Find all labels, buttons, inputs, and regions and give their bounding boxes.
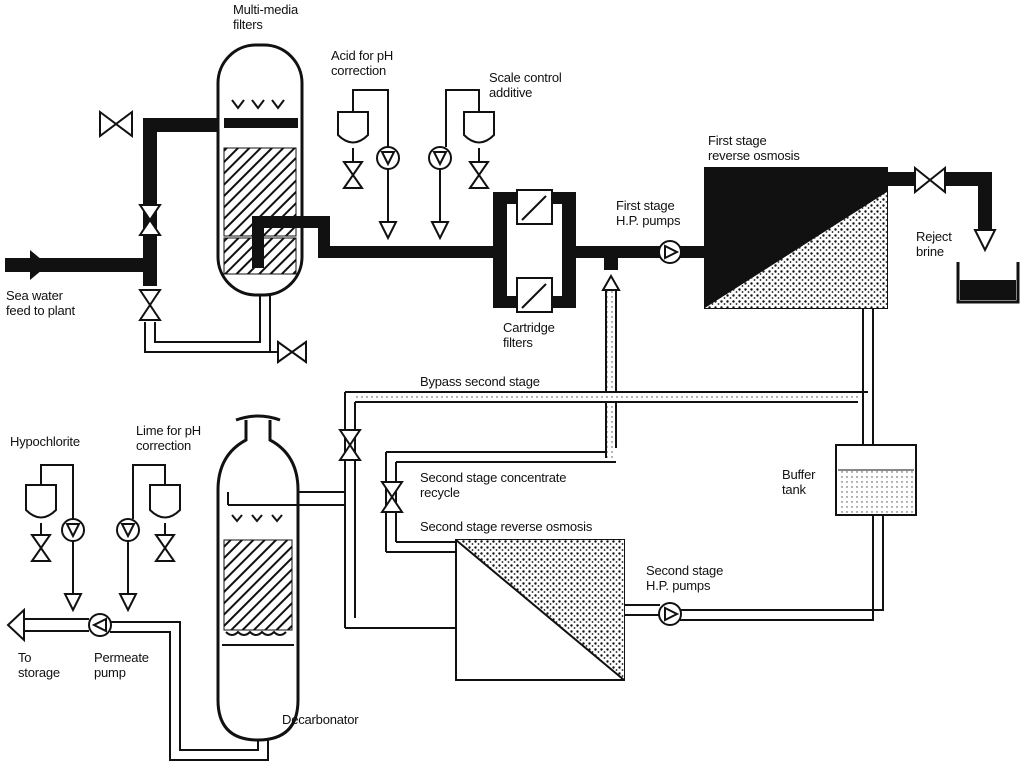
to-storage-pipe xyxy=(6,607,89,643)
reject-brine-label: Reject brine xyxy=(916,229,952,259)
second-stage-ro-label: Second stage reverse osmosis xyxy=(420,519,593,534)
multimedia-filter-vessel xyxy=(216,43,304,297)
second-stage-permeate-riser xyxy=(601,258,621,458)
first-stage-ro-label: First stage reverse osmosis xyxy=(708,133,800,163)
decarbonator-vessel xyxy=(216,414,345,742)
first-stage-ro-unit xyxy=(704,165,997,309)
concentrate-recycle-label: Second stage concentrate recycle xyxy=(420,470,567,500)
scale-control-dosing-unit xyxy=(428,89,495,241)
acid-ph-correction-label: Acid for pH correction xyxy=(331,48,394,78)
sea-water-feed-label: Sea water feed to plant xyxy=(6,288,75,318)
cartridge-filters-label: Cartridge filters xyxy=(503,320,555,350)
hypochlorite-label: Hypochlorite xyxy=(10,434,80,449)
second-stage-hp-pumps-label: Second stage H.P. pumps xyxy=(646,563,724,593)
scale-control-additive-label: Scale control additive xyxy=(489,70,562,100)
acid-dosing-unit xyxy=(337,89,400,241)
filter-outlet-pipe xyxy=(252,216,498,268)
second-stage-ro-unit xyxy=(345,539,625,681)
first-stage-hp-pumps-label: First stage H.P. pumps xyxy=(616,198,681,228)
feed-valve-mid xyxy=(138,204,162,236)
second-stage-hp-pump xyxy=(658,602,682,626)
buffer-to-second-stage-pipe xyxy=(624,515,884,621)
reject-brine-tank xyxy=(956,262,1020,304)
buffer-tank xyxy=(835,444,917,516)
bypass-line xyxy=(338,391,868,628)
permeate-pump-label: Permeate pump xyxy=(94,650,149,680)
to-storage-label: To storage xyxy=(18,650,60,680)
buffer-tank-label: Buffer tank xyxy=(782,467,816,497)
lime-dosing-unit xyxy=(116,464,181,613)
decarbonator-label: Decarbonator xyxy=(282,712,359,727)
backwash-line xyxy=(144,290,307,364)
decarbonator-outlet-pipe xyxy=(110,621,269,761)
feed-valve-top xyxy=(99,110,133,138)
concentrate-recycle-line xyxy=(380,451,616,553)
first-stage-hp-pump xyxy=(658,240,682,264)
hypochlorite-dosing-unit xyxy=(25,464,85,613)
bypass-second-stage-label: Bypass second stage xyxy=(420,374,540,389)
multimedia-filters-label: Multi-media filters xyxy=(233,2,298,32)
feed-valve-low xyxy=(138,289,162,321)
permeate-pump xyxy=(88,613,112,637)
lime-ph-correction-label: Lime for pH correction xyxy=(136,423,201,453)
